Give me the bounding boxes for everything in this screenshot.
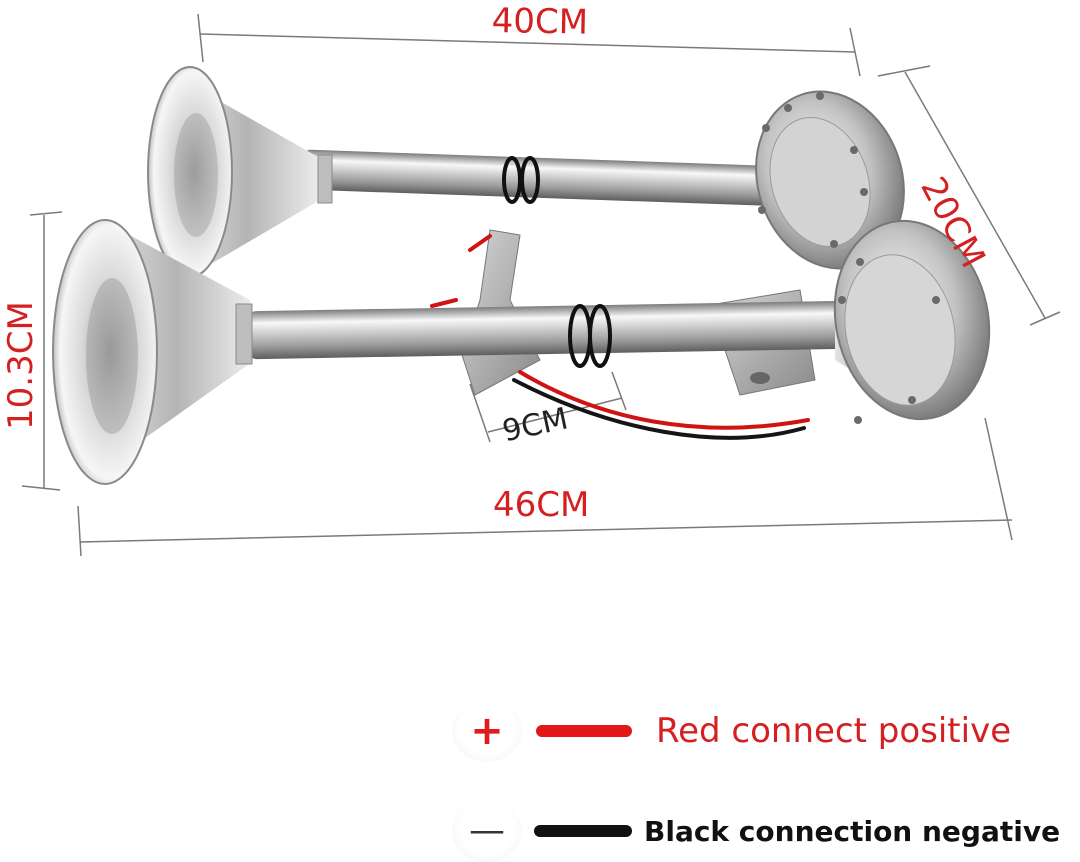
- legend-negative-row: — Black connection negative: [452, 800, 1060, 862]
- legend-positive-row: + Red connect positive: [452, 700, 1011, 762]
- front-trumpet-horn: [52, 219, 991, 485]
- back-trumpet-horn: [147, 66, 905, 285]
- minus-icon: —: [452, 800, 522, 862]
- back-bracket-ring: [502, 156, 540, 204]
- dimension-label-bottom-length: 46CM: [493, 485, 590, 525]
- legend-positive-text: Red connect positive: [656, 711, 1012, 751]
- plus-icon: +: [452, 700, 522, 762]
- dimension-label-bell-diameter: 10.3CM: [1, 301, 41, 430]
- legend-negative-text: Black connection negative: [644, 814, 1061, 848]
- wire-leads: [430, 234, 810, 440]
- dimension-lines: [21, 13, 1061, 557]
- back-screws: [758, 92, 868, 248]
- red-wire-swatch: [536, 725, 632, 737]
- front-bracket-ring: [568, 304, 612, 368]
- dimension-label-top-length: 40CM: [491, 1, 589, 43]
- black-wire-swatch: [534, 825, 632, 837]
- front-screws: [838, 258, 940, 424]
